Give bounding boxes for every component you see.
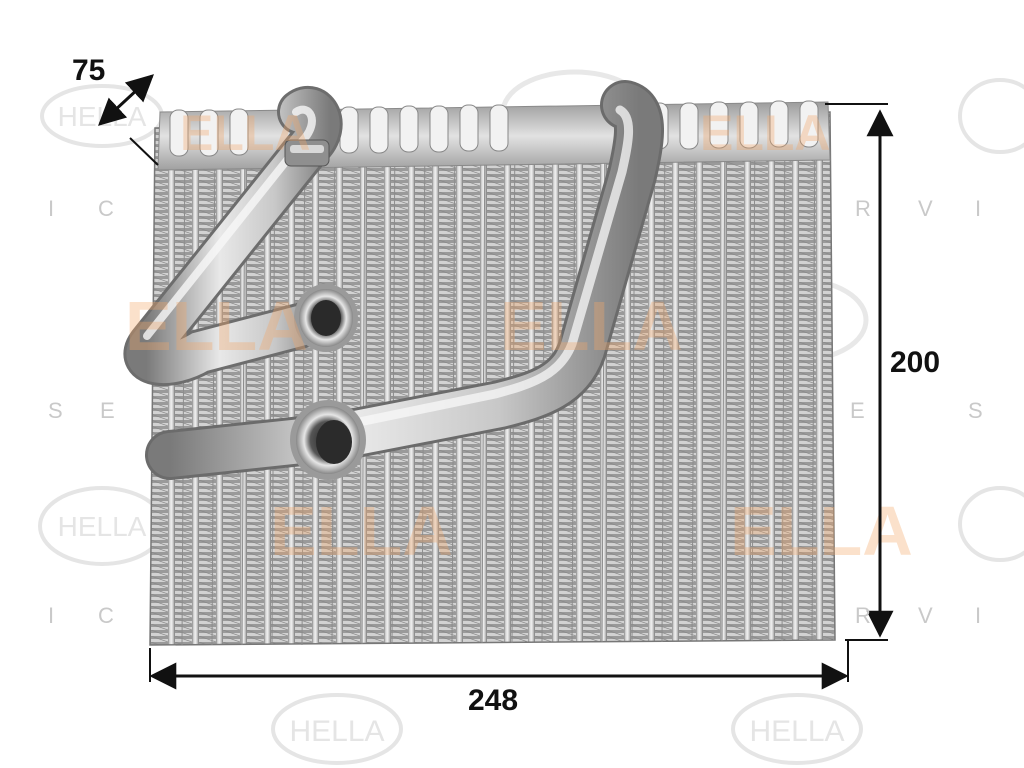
svg-text:ELLA: ELLA [125, 287, 308, 365]
watermark-letter: I [48, 196, 55, 221]
watermark-letter: V [918, 196, 933, 221]
watermark-letter: E [850, 398, 865, 423]
depth-leader [129, 137, 159, 166]
hella-logo [958, 486, 1024, 562]
watermark-letter: C [98, 196, 114, 221]
watermark-letter: I [975, 603, 982, 628]
svg-text:ELLA: ELLA [730, 492, 913, 570]
hella-logo: HELLA [38, 486, 166, 566]
hella-logo: HELLA [271, 693, 403, 765]
refrigerant-pipes [123, 80, 664, 480]
watermark-letter: V [918, 603, 933, 628]
width-dimension-label: 248 [468, 684, 519, 717]
svg-text:HELLA: HELLA [58, 511, 147, 542]
height-dimension-label: 200 [890, 346, 941, 379]
hella-logo [958, 78, 1024, 154]
svg-text:ELLA: ELLA [270, 492, 453, 570]
watermark-letter: S [968, 398, 983, 423]
depth-arrow [98, 74, 154, 126]
hella-logo: HELLA [40, 84, 164, 148]
depth-dimension-label: 75 [72, 54, 106, 87]
watermark-letter: S [48, 398, 63, 423]
hella-logo: HELLA [731, 693, 863, 765]
watermark-letter: E [100, 398, 115, 423]
upper-port [294, 284, 358, 352]
watermark-letter: R [855, 603, 871, 628]
svg-text:ELLA: ELLA [700, 105, 831, 161]
svg-text:ELLA: ELLA [180, 105, 311, 161]
watermark-layer: HELLA HELLA HELLA HELLA [38, 69, 1024, 765]
watermark-letter: I [975, 196, 982, 221]
svg-text:HELLA: HELLA [749, 715, 844, 748]
svg-text:ELLA: ELLA [500, 287, 683, 365]
svg-text:HELLA: HELLA [289, 715, 384, 748]
watermark-letter: R [855, 196, 871, 221]
pipe-clamp [284, 139, 330, 167]
watermark-letter: I [48, 603, 55, 628]
dimension-arrows [98, 74, 894, 690]
svg-text:HELLA: HELLA [58, 101, 147, 132]
lower-port [290, 400, 366, 480]
watermark-letter: C [98, 603, 114, 628]
